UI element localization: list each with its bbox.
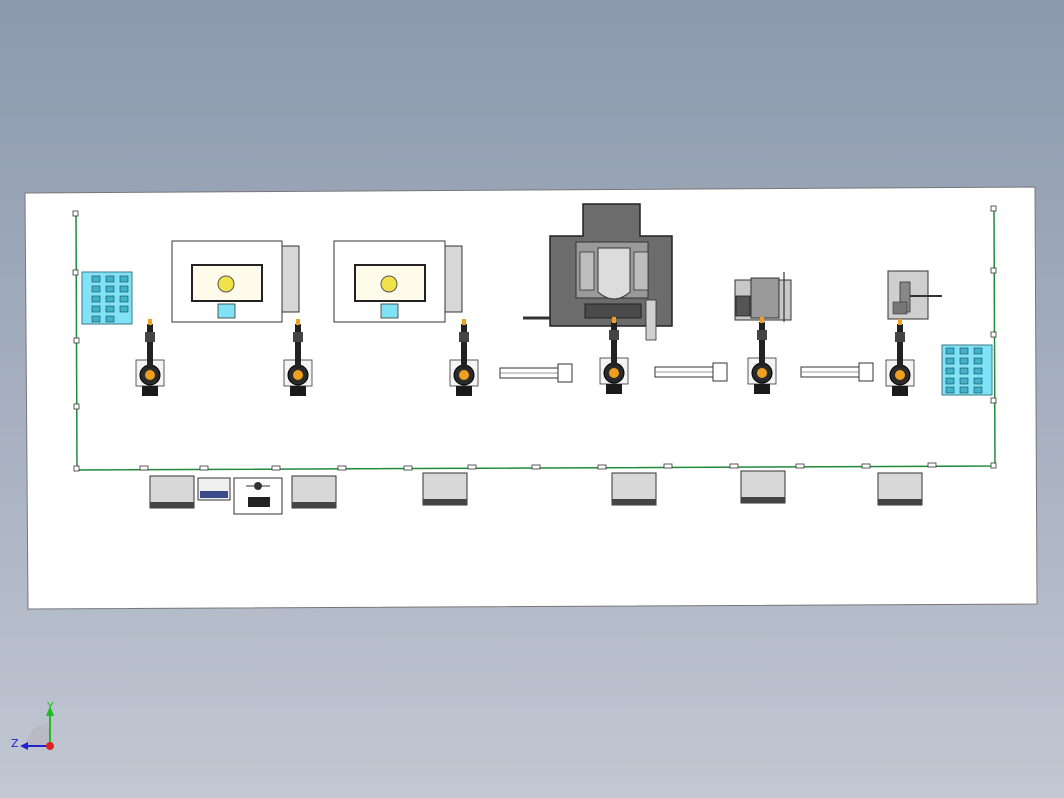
oven-1 <box>171 240 300 323</box>
robot-3 <box>449 319 479 396</box>
robot-1 <box>135 319 165 396</box>
robot-5 <box>747 317 777 394</box>
control-cabinet-6 <box>877 472 923 506</box>
robot-group <box>135 317 915 396</box>
control-cabinet-5 <box>740 470 786 504</box>
control-cabinet-1 <box>149 475 195 509</box>
control-cabinet-4 <box>611 472 657 506</box>
robot-4 <box>599 317 629 394</box>
oven-2 <box>333 240 463 323</box>
part-rack-right <box>941 344 993 396</box>
control-panel <box>197 477 231 501</box>
triad-z-label: Z <box>11 737 19 750</box>
conveyor-1 <box>499 363 573 383</box>
conveyor-2 <box>654 362 728 382</box>
small-press <box>734 272 792 322</box>
control-cabinet-3 <box>422 472 468 506</box>
control-cabinet-2 <box>291 475 337 509</box>
triad-y-label: Y <box>46 700 54 713</box>
view-triad[interactable]: Y Z <box>11 700 54 750</box>
control-desk <box>233 477 283 515</box>
control-cabinets <box>149 470 923 515</box>
robot-6 <box>885 319 915 396</box>
conveyor-3 <box>800 362 874 382</box>
lathe <box>887 270 942 320</box>
part-rack-left <box>81 271 133 325</box>
robot-2 <box>283 319 313 396</box>
hydraulic-press <box>523 203 673 341</box>
fence-posts <box>72 205 997 472</box>
